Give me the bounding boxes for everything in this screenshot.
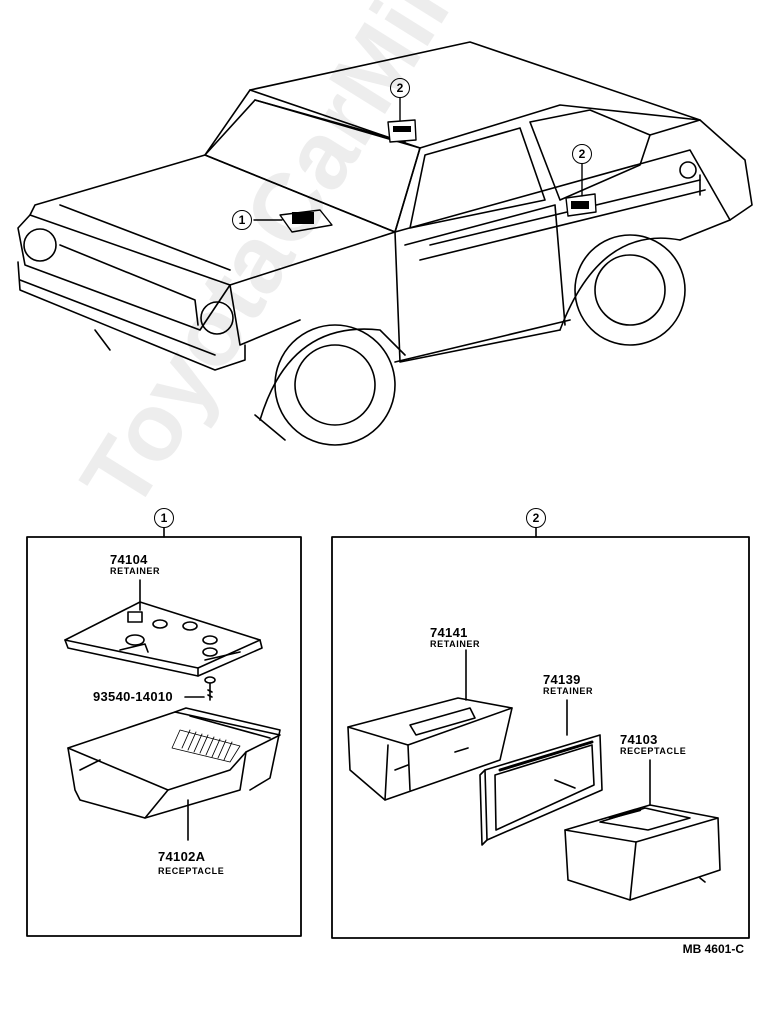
- front-side-window: [409, 127, 546, 229]
- part-name-retainer: RETAINER: [430, 639, 481, 649]
- part-number-74104: 74104: [110, 552, 148, 567]
- receptacle-74103-drawing: [564, 759, 721, 901]
- retainer-74139-drawing: [479, 699, 603, 846]
- screw-93540-drawing: [184, 676, 216, 701]
- car-part-locators: [253, 97, 597, 233]
- retainer-74141-drawing: [347, 649, 513, 801]
- callout-1-car: 1: [232, 210, 252, 230]
- part-number-74139: 74139: [543, 672, 581, 687]
- retainer-74104-drawing: [64, 579, 263, 677]
- part-number-93540-14010: 93540-14010: [93, 689, 173, 704]
- receptacle-74102A-drawing: [67, 707, 281, 841]
- diagram-reference-code: MB 4601-C: [682, 942, 744, 956]
- part-number-74141: 74141: [430, 625, 468, 640]
- windshield: [204, 99, 421, 233]
- part-name-receptacle: RECEPTACLE: [158, 866, 225, 876]
- part-number-74103: 74103: [620, 732, 658, 747]
- right-headlight: [200, 301, 234, 335]
- callout-2-quarter: 2: [572, 144, 592, 164]
- front-bumper: [17, 261, 246, 371]
- callout-2-roof: 2: [390, 78, 410, 98]
- car-illustration: [17, 41, 753, 446]
- front-grille: [17, 214, 231, 331]
- part-name-receptacle: RECEPTACLE: [620, 746, 687, 756]
- part-number-74102A: 74102A: [158, 849, 206, 864]
- rear-wheel: [574, 234, 686, 346]
- front-wheel: [274, 324, 396, 446]
- part-name-retainer: RETAINER: [110, 566, 161, 576]
- panel-2-frame: [331, 536, 750, 939]
- callout-1-panel: 1: [154, 508, 174, 528]
- part-name-retainer: RETAINER: [543, 686, 594, 696]
- callout-2-panel: 2: [526, 508, 546, 528]
- left-headlight: [23, 228, 57, 262]
